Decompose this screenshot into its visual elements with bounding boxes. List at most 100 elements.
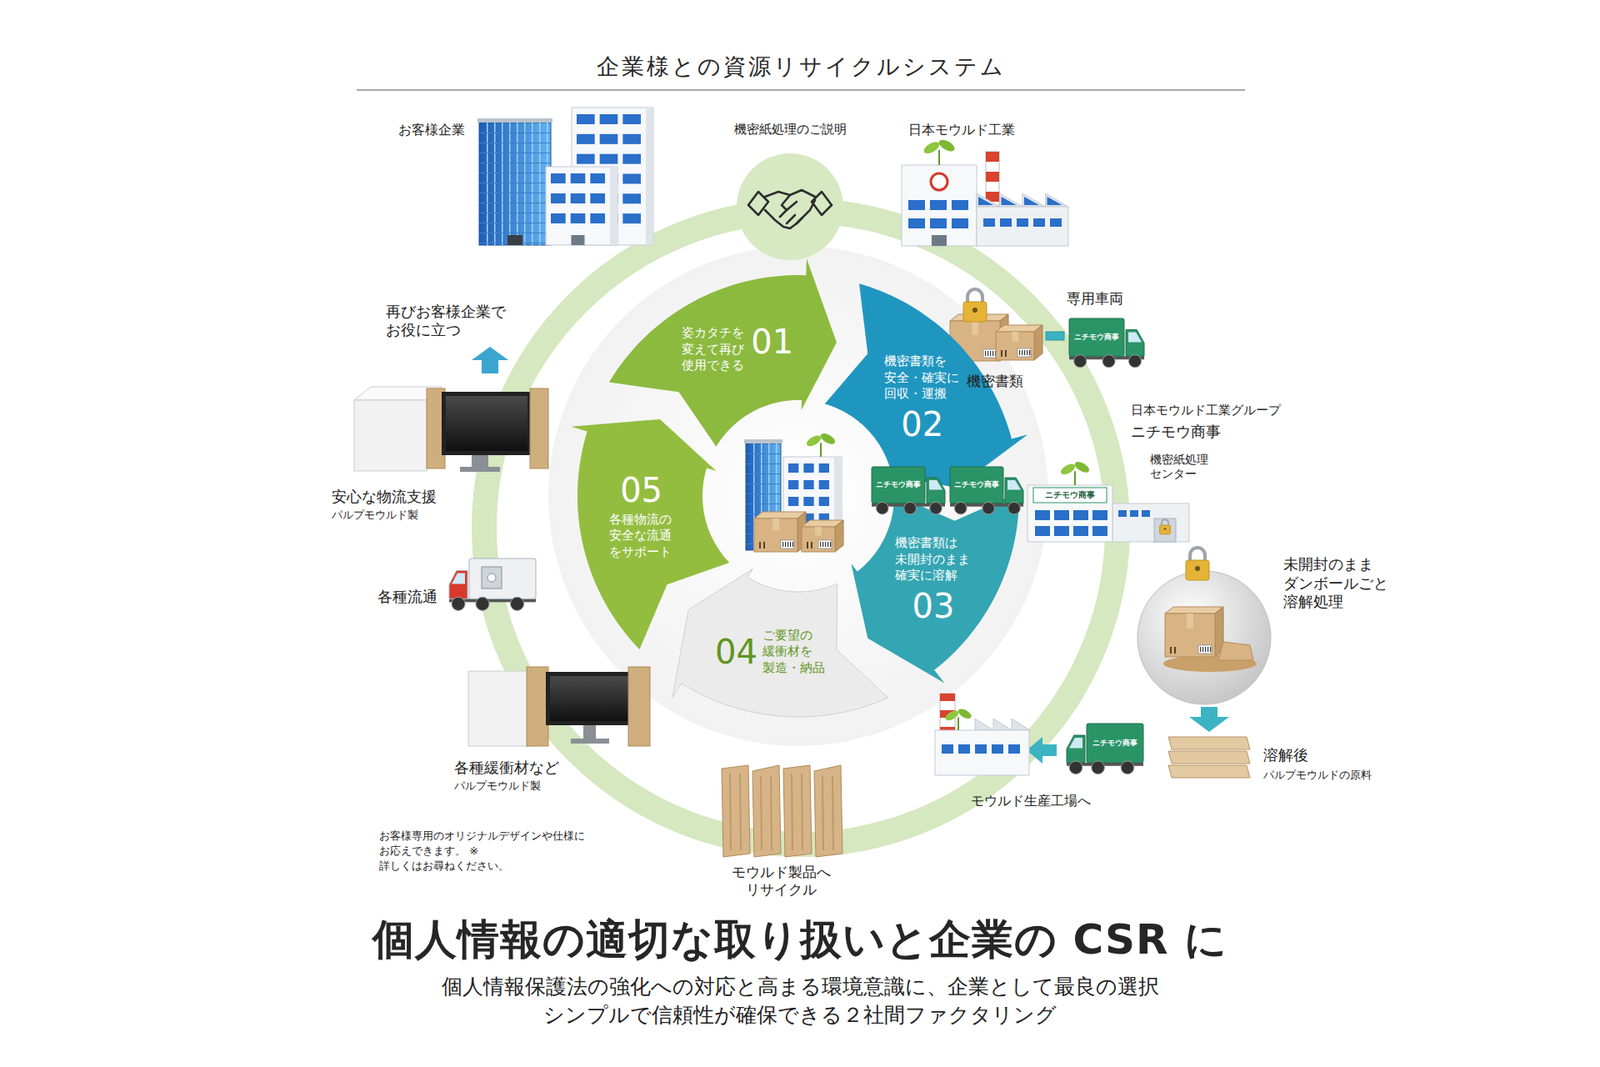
monitor-frame: [545, 671, 633, 725]
diagram-title: 企業様との資源リサイクルシステム: [596, 52, 1006, 81]
label-box: 各種緩衝材など: [454, 758, 560, 778]
truck-chassis: [950, 503, 1024, 507]
window: [1035, 525, 1050, 536]
mould-rib: [760, 775, 762, 850]
subtitle: 個人情報保護法の強化への対応と高まる環境意識に、企業として最良の選択: [441, 973, 1160, 1000]
truck-cargo: [1069, 318, 1125, 356]
factory-roof: [1022, 193, 1046, 207]
truck-wheel: [876, 501, 890, 515]
cushion: [526, 666, 549, 746]
window: [803, 463, 814, 473]
left-arrow-shaft: [1041, 744, 1057, 756]
arrow-shape: [825, 283, 1029, 488]
box-arrow: [806, 541, 809, 549]
process-arrow: 04ご要望の 緩衝材を 製造・納品: [670, 566, 890, 719]
open-box: [468, 670, 534, 746]
window: [991, 744, 1004, 754]
heading-box: 企業様との資源リサイクルシステム: [596, 52, 1006, 81]
factory-roof: [976, 193, 1000, 207]
window: [550, 173, 566, 184]
glass-floor: [479, 202, 551, 204]
cushion: [628, 666, 650, 746]
lock-keyhole: [972, 307, 978, 313]
label-box: ニチモウ商事: [1130, 422, 1221, 442]
truck-wheel: [1074, 355, 1087, 368]
step-number: 03: [912, 589, 955, 623]
step-text: ご要望の 緩衝材を 製造・納品: [762, 627, 827, 677]
monitor-stand: [471, 454, 489, 467]
window: [1054, 510, 1070, 520]
down-arrow-head: [1189, 716, 1230, 732]
window: [590, 213, 605, 224]
window: [1033, 218, 1045, 227]
barcode-line: [1026, 350, 1028, 355]
monitor-screen: [445, 395, 528, 451]
box-arrow: [1170, 646, 1172, 654]
label-box: 専用車両: [1066, 290, 1124, 308]
window: [1035, 510, 1050, 520]
factory-roof: [993, 718, 1012, 730]
barcode-line: [822, 541, 824, 547]
truck-wheel: [930, 501, 943, 515]
lock-shackle: [967, 289, 983, 304]
glass-line: [486, 122, 489, 245]
company-label: ニチモウ商事: [1130, 422, 1221, 442]
glass-tower: [479, 122, 551, 245]
window: [600, 154, 619, 165]
glass-floor: [479, 132, 551, 134]
truck-wheel: [1008, 501, 1021, 515]
barcode-line: [1202, 646, 1204, 652]
lock-body: [963, 301, 987, 322]
window: [908, 200, 925, 210]
box-tape: [772, 518, 780, 530]
step-text: 機密書類は 未開封のまま 確実に溶解: [895, 535, 972, 585]
process-label: 未開封のまま ダンボールごと 溶解処理: [1283, 555, 1390, 612]
barcode-line: [985, 350, 986, 356]
node-heading: 機密紙処理のご説明: [715, 121, 865, 138]
glass-floor: [745, 463, 781, 465]
box-tape: [971, 320, 979, 335]
barcode-line: [1021, 350, 1023, 355]
center-wing: [1112, 503, 1190, 542]
window: [958, 744, 970, 754]
truck-text: ニチモウ商事: [954, 480, 1000, 490]
glass-floor: [745, 483, 781, 485]
mould-rib: [832, 775, 834, 850]
window: [570, 193, 586, 204]
label-box: ニチモウ商事: [875, 480, 921, 490]
glass-floor: [479, 222, 551, 224]
safe-dial: [487, 573, 496, 582]
up-arrow-head: [471, 346, 509, 360]
down-arrow-shaft: [1200, 706, 1218, 717]
mould-rib: [770, 775, 772, 850]
box-front: [754, 518, 798, 552]
safe-icon: [481, 566, 502, 589]
box-front: [995, 331, 1035, 360]
glass-line: [516, 122, 519, 245]
mould-panel: [814, 765, 843, 857]
handshake-stroke: [811, 191, 832, 215]
item-label: 各種流通: [377, 587, 438, 607]
glass-line: [539, 122, 541, 245]
arrow-outline: [849, 490, 1021, 685]
label-box: 機密紙処理 センター: [1150, 452, 1210, 482]
truck-chassis: [871, 503, 945, 507]
barcode-line: [820, 541, 821, 547]
facility-label: 機密紙処理 センター: [1150, 452, 1210, 482]
truck-wheel: [982, 501, 995, 515]
mould-rib: [791, 773, 793, 850]
arrow-outline: [670, 566, 890, 719]
truck-text: ニチモウ商事: [1074, 332, 1120, 342]
pulp-slab: [1168, 736, 1250, 750]
sub-label: パルプモウルド製: [454, 779, 541, 793]
window: [951, 218, 969, 229]
sprout-stem: [1074, 470, 1076, 485]
circle-shape: [736, 153, 844, 260]
truck-text: ニチモウ商事: [875, 480, 921, 490]
chimney-stripe: [985, 171, 1000, 182]
barcode-line: [830, 541, 831, 547]
window: [1008, 744, 1020, 754]
window: [576, 154, 595, 165]
item-label: 溶解後: [1263, 745, 1309, 765]
truck-window: [1069, 737, 1083, 748]
